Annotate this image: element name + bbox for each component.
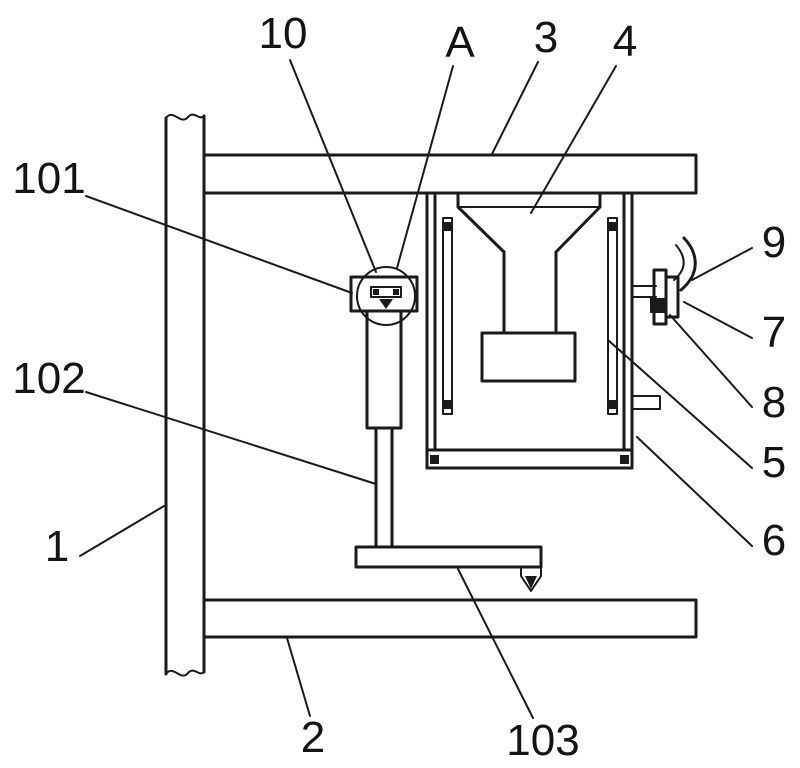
clamp-left-pad <box>373 289 379 295</box>
leader-2 <box>286 637 311 717</box>
leader-9 <box>691 247 753 281</box>
clamp-right-pad <box>393 289 399 295</box>
leader-101 <box>85 195 353 294</box>
leader-A <box>396 65 454 269</box>
hook-inner-curve <box>673 244 685 281</box>
leader-102 <box>85 391 377 485</box>
label-3: 3 <box>534 13 558 62</box>
leader-3 <box>491 61 539 155</box>
hook-outer-curve <box>679 236 697 292</box>
bottom-beam <box>202 598 698 639</box>
piston-block <box>480 331 577 383</box>
label-9: 9 <box>762 218 786 267</box>
clamp-arrow <box>379 299 393 309</box>
arm-lower-rod <box>374 426 394 549</box>
leader-103 <box>457 568 534 719</box>
detail-circle-A <box>356 266 416 326</box>
label-6: 6 <box>762 516 786 565</box>
leader-7 <box>683 301 753 339</box>
label-101: 101 <box>12 154 85 203</box>
right-lock-block <box>650 298 666 313</box>
leader-5 <box>607 339 753 469</box>
right-plate-outer <box>664 275 680 319</box>
funnel-left-side <box>456 191 506 254</box>
left-slide-strip <box>442 217 453 415</box>
clamp-body <box>370 286 402 298</box>
label-A: A <box>445 18 475 67</box>
label-102: 102 <box>12 354 85 403</box>
label-5: 5 <box>762 438 786 487</box>
right-slide-strip <box>607 217 618 415</box>
post-break-bottom <box>165 669 205 677</box>
right-strip-bottom-block <box>607 400 618 409</box>
arm-upper-column <box>365 309 403 430</box>
label-1: 1 <box>45 522 69 571</box>
top-beam <box>202 153 698 195</box>
label-2: 2 <box>301 713 325 762</box>
label-7: 7 <box>762 308 786 357</box>
bottom-plate-left-fastener <box>430 455 439 464</box>
right-side-tab <box>631 395 661 410</box>
label-4: 4 <box>613 17 637 66</box>
leader-1 <box>79 505 165 557</box>
leader-8 <box>669 314 753 408</box>
label-103: 103 <box>506 716 579 765</box>
bottom-plate-right-fastener <box>620 455 629 464</box>
left-strip-bottom-block <box>442 400 453 409</box>
leader-10 <box>289 59 377 273</box>
leader-4 <box>530 65 617 214</box>
label-10: 10 <box>259 9 308 58</box>
nozzle-body <box>520 566 542 592</box>
container-bottom-plate <box>425 448 634 470</box>
post-break-top <box>165 113 205 121</box>
label-8: 8 <box>762 378 786 427</box>
right-strip-top-block <box>607 222 618 231</box>
arm-horizontal-bar <box>354 545 543 569</box>
left-strip-top-block <box>442 222 453 231</box>
nozzle-tip <box>525 576 537 589</box>
leader-6 <box>636 436 753 547</box>
funnel-right-side <box>554 191 602 254</box>
